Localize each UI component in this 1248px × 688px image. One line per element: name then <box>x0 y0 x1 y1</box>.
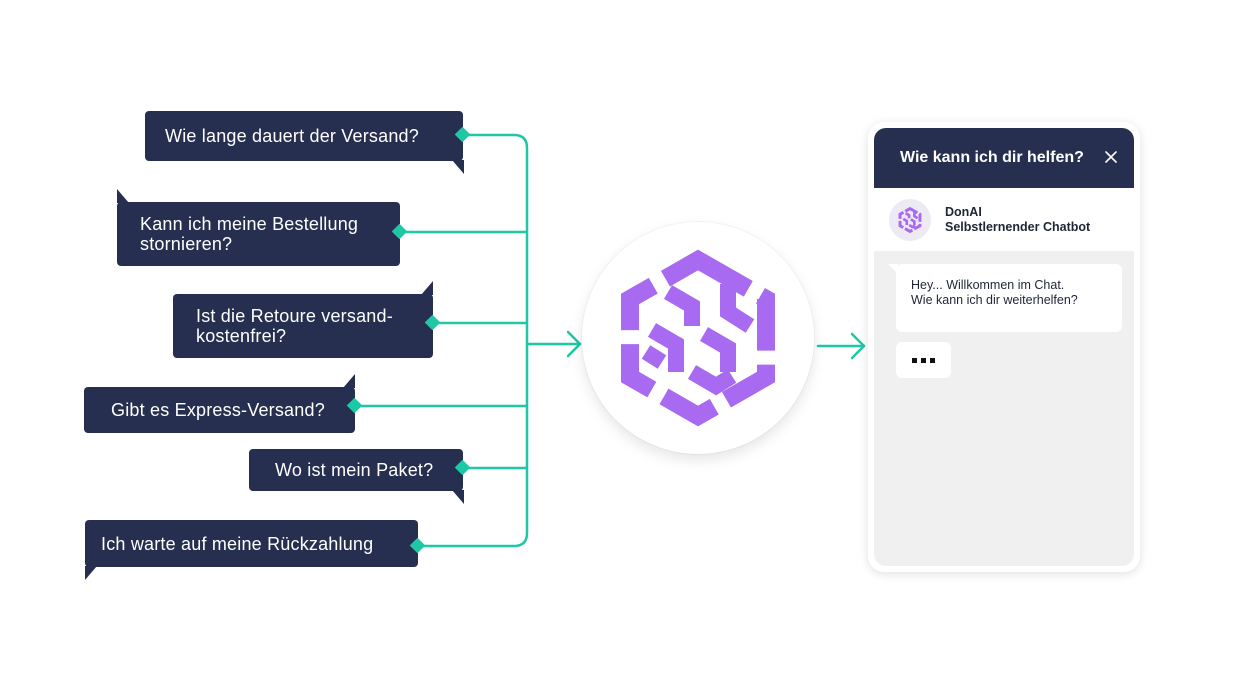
question-text-3: Ist die Retoure versand- kostenfrei? <box>196 306 393 346</box>
bubble-tail-3 <box>421 281 433 295</box>
question-bubble-5: Wo ist mein Paket? <box>249 449 463 491</box>
question-bubble-4: Gibt es Express-Versand? <box>84 387 355 433</box>
bot-info: DonAI Selbstlernender Chatbot <box>874 188 1134 251</box>
brain-maze-icon <box>621 249 775 427</box>
question-bubble-6: Ich warte auf meine Rückzahlung <box>85 520 418 567</box>
question-text-4: Gibt es Express-Versand? <box>111 400 325 420</box>
bot-details: DonAI Selbstlernender Chatbot <box>945 205 1090 235</box>
bot-name: DonAI <box>945 204 982 219</box>
bubble-tail-6 <box>85 566 97 580</box>
bubble-tail-2 <box>117 189 129 203</box>
question-bubble-2: Kann ich meine Bestellung stornieren? <box>117 202 400 266</box>
question-bubble-1: Wie lange dauert der Versand? <box>145 111 463 161</box>
chat-widget: Wie kann ich dir helfen? <box>868 122 1140 572</box>
question-text-1: Wie lange dauert der Versand? <box>165 126 419 146</box>
close-icon[interactable] <box>1104 150 1118 164</box>
typing-dot <box>930 357 935 363</box>
question-text-6: Ich warte auf meine Rückzahlung <box>101 533 374 554</box>
bubble-tail-4 <box>343 374 355 388</box>
bubble-tail-5 <box>452 490 464 504</box>
greeting-text: Hey... Willkommen im Chat. Wie kann ich … <box>911 278 1078 307</box>
chat-title: Wie kann ich dir helfen? <box>900 149 1084 166</box>
bot-message: Hey... Willkommen im Chat. Wie kann ich … <box>888 264 1122 332</box>
question-bubble-3: Ist die Retoure versand- kostenfrei? <box>173 294 433 358</box>
question-text-2: Kann ich meine Bestellung stornieren? <box>140 214 359 254</box>
bubble-tail-1 <box>452 160 464 174</box>
chat-header: Wie kann ich dir helfen? <box>874 128 1134 188</box>
brain-maze-icon <box>898 206 922 233</box>
arrowhead-to-hub <box>566 330 582 358</box>
typing-dot <box>912 357 917 363</box>
ai-hub <box>582 222 814 454</box>
typing-dot <box>921 357 926 363</box>
avatar <box>889 198 931 241</box>
bot-subtitle: Selbstlernender Chatbot <box>945 219 1091 234</box>
message-tail <box>888 264 898 274</box>
question-text-5: Wo ist mein Paket? <box>275 460 434 480</box>
typing-indicator <box>896 342 951 378</box>
chat-window: Wie kann ich dir helfen? <box>874 128 1134 566</box>
arrowhead-to-chat <box>850 332 866 360</box>
connector-trunk <box>416 133 529 548</box>
